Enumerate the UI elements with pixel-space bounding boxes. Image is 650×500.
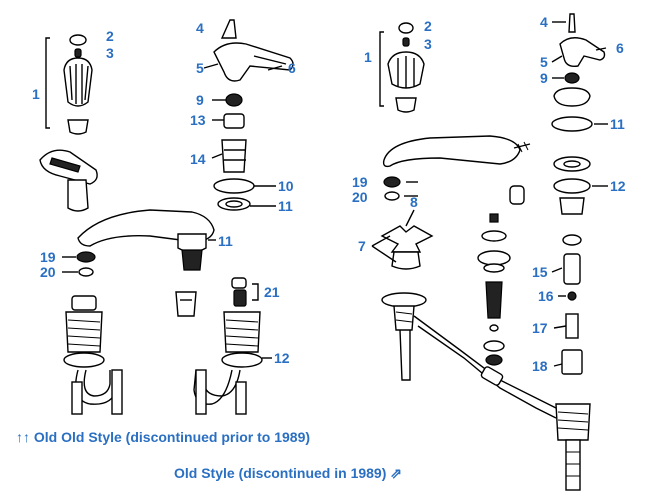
bracket-1-left: [45, 37, 50, 129]
left-valve-stack: [213, 93, 255, 211]
label-10: 10: [278, 178, 294, 194]
bracket-21: [252, 283, 259, 301]
right-spout: [382, 135, 531, 168]
bracket-1-right: [379, 31, 384, 107]
label-7-right: 7: [358, 238, 366, 254]
left-aerator: [76, 251, 96, 277]
label-2-right: 2: [424, 18, 432, 34]
left-hot-handle-top: [213, 19, 294, 82]
label-4-right: 4: [540, 14, 548, 30]
right-handle-cap: [398, 22, 414, 47]
label-20: 20: [40, 264, 56, 280]
diagonal-arrows-icon: ⇗: [390, 465, 402, 481]
up-arrows-icon: ↑↑: [16, 429, 30, 445]
right-part-labels: 2 3 1 4 5 6 9 11 12 19 20 8 7 15 16 17 1…: [352, 14, 626, 374]
left-handle-knob: [63, 57, 93, 107]
label-3-right: 3: [424, 36, 432, 52]
label-19: 19: [40, 249, 56, 265]
label-19-right: 19: [352, 174, 368, 190]
left-handle-screw: [74, 48, 82, 58]
right-valve-stack: [551, 87, 593, 375]
label-16-right: 16: [538, 288, 554, 304]
label-8-right: 8: [410, 194, 418, 210]
right-aerator: [383, 176, 401, 201]
label-12-right: 12: [610, 178, 626, 194]
left-valve-body-cold: [63, 295, 123, 415]
old-style-caption: Old Style (discontinued in 1989) ⇗: [174, 465, 402, 482]
right-valve-body: [555, 403, 591, 491]
right-handle-knob: [387, 51, 425, 113]
label-18-right: 18: [532, 358, 548, 374]
label-9: 9: [196, 92, 204, 108]
right-valve-left: [381, 292, 427, 381]
right-hot-handle-top: [559, 13, 606, 84]
label-17-right: 17: [532, 320, 548, 336]
label-6-right: 6: [616, 40, 624, 56]
label-15-right: 15: [532, 264, 548, 280]
label-6: 6: [288, 60, 296, 76]
label-3: 3: [106, 45, 114, 61]
left-leader-lines: [62, 63, 283, 359]
label-11-valve: 11: [278, 198, 293, 214]
right-hose: [413, 315, 561, 419]
old-style-text: Old Style (discontinued in 1989): [174, 465, 387, 481]
right-cross-handle: [380, 225, 434, 270]
label-14: 14: [190, 151, 206, 167]
label-9-right: 9: [540, 70, 548, 86]
label-12: 12: [274, 350, 290, 366]
old-old-style-text: Old Old Style (discontinued prior to 198…: [33, 429, 311, 445]
label-4: 4: [196, 20, 204, 36]
label-13: 13: [190, 112, 206, 128]
left-valve-body-hot: [193, 311, 263, 415]
label-5: 5: [196, 60, 204, 76]
label-1-right: 1: [364, 49, 372, 65]
label-1: 1: [32, 86, 40, 102]
label-20-right: 20: [352, 189, 368, 205]
left-lever-handle: [39, 149, 98, 212]
left-handle-cap: [69, 34, 87, 46]
left-handle-insert: [67, 119, 89, 135]
label-11-right: 11: [610, 116, 625, 132]
right-center-parts: [477, 185, 525, 366]
label-5-right: 5: [540, 54, 548, 70]
right-leader-lines: [371, 21, 608, 367]
left-spout: [77, 209, 215, 271]
label-2: 2: [106, 28, 114, 44]
label-11-spout: 11: [218, 233, 233, 249]
label-21: 21: [264, 284, 280, 300]
left-part-labels: 2 3 1 4 5 6 9 13 14 10 11 11 19 20 21 12: [32, 20, 296, 366]
left-screws-21: [175, 277, 247, 317]
old-old-style-caption: ↑↑ Old Old Style (discontinued prior to …: [16, 429, 310, 445]
